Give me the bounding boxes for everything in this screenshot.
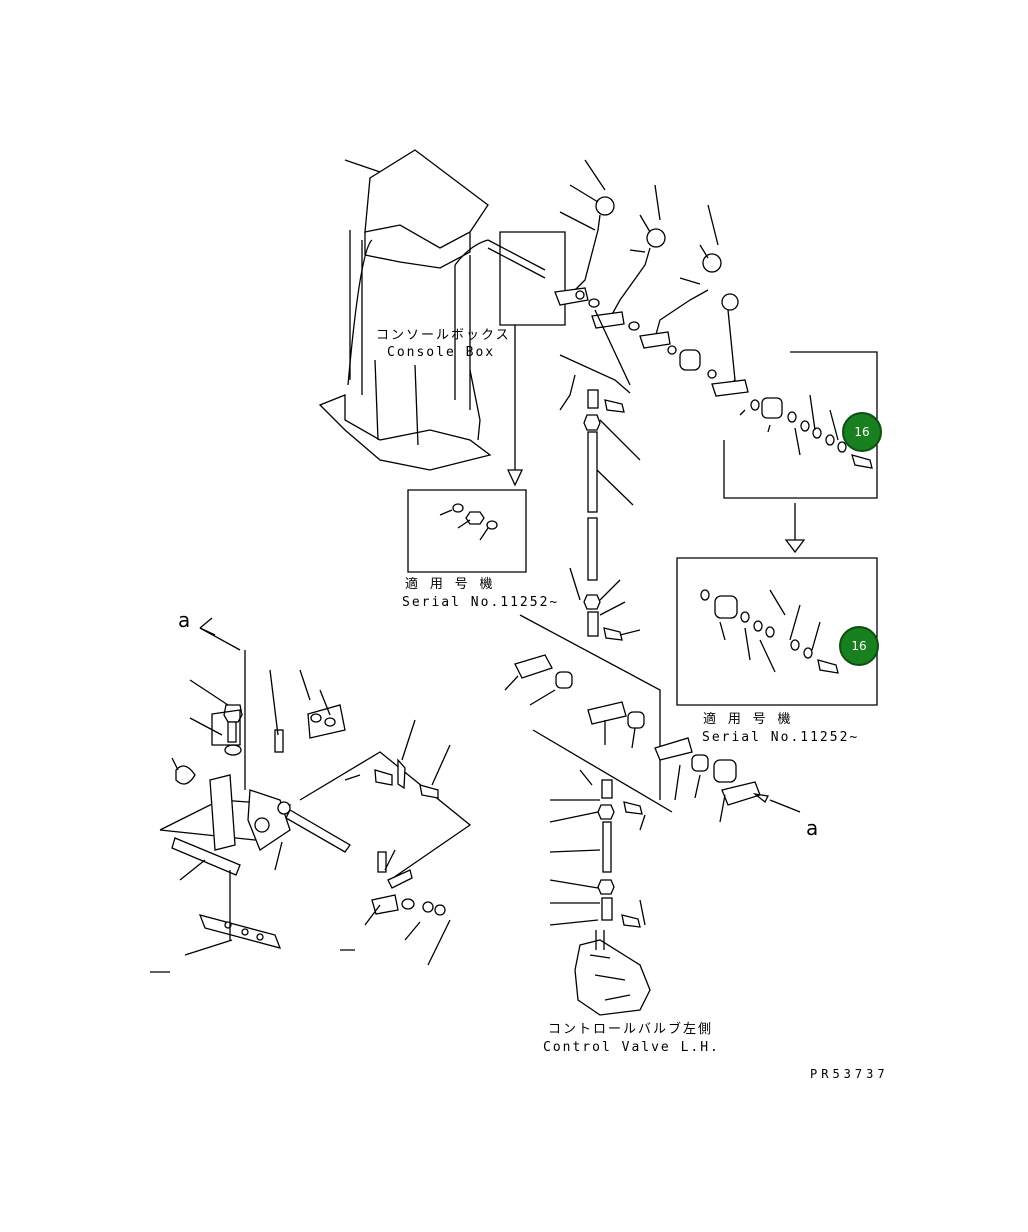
console-box-label-en: Console Box — [387, 345, 496, 360]
control-valve-label-en: Control Valve L.H. — [543, 1040, 720, 1055]
serial-label-en-2: Serial No.11252~ — [702, 730, 860, 745]
lower-rod — [549, 769, 646, 928]
vertical-rod — [559, 374, 641, 641]
serial-label-jp-1: 適 用 号 機 — [405, 577, 495, 592]
control-valve-drawing — [574, 930, 651, 1016]
bellcrank-linkage — [504, 614, 801, 823]
inset-box-right-top — [723, 351, 878, 499]
reference-letter-a-top: a — [178, 608, 191, 632]
arrow-down-1 — [506, 325, 524, 487]
inset-box-serial-1 — [407, 489, 527, 573]
pedal-linkage — [150, 617, 472, 973]
control-valve-label-jp: コントロールバルブ左側 — [548, 1022, 714, 1037]
serial-label-en-1: Serial No.11252~ — [402, 595, 560, 610]
console-box-label-jp: コンソールボックス — [376, 328, 511, 343]
console-box-drawing — [318, 149, 566, 471]
reference-letter-a-right: a — [806, 816, 819, 840]
part-callout-badge-16[interactable]: 16 — [839, 626, 879, 666]
part-callout-badge-16[interactable]: 16 — [842, 412, 882, 452]
drawing-code: PR53737 — [810, 1067, 889, 1081]
lever-assembly — [554, 159, 749, 397]
arrow-down-2 — [784, 503, 806, 554]
inset-box-right-bottom — [676, 557, 878, 706]
serial-label-jp-2: 適 用 号 機 — [703, 712, 793, 727]
